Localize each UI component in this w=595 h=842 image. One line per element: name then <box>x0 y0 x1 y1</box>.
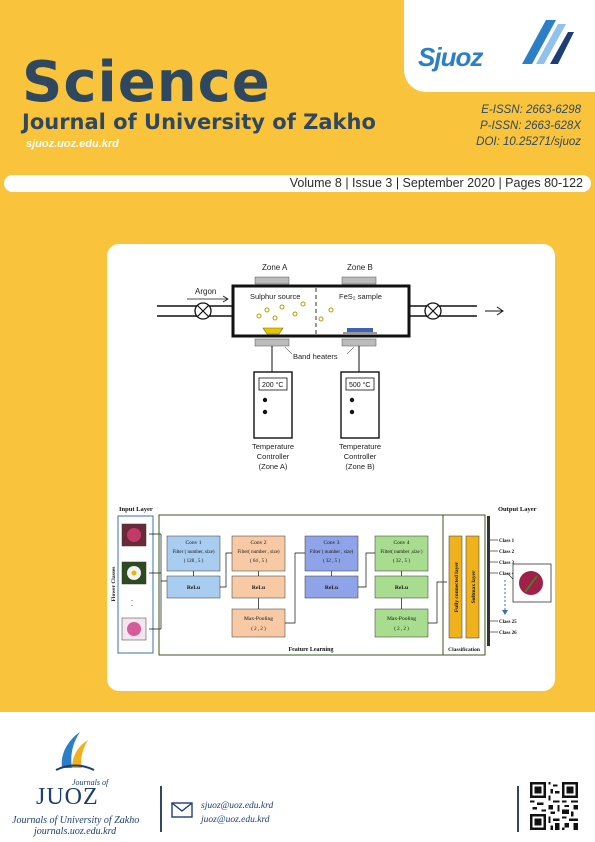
conv3-label: Conv 3 <box>323 540 339 546</box>
conv3-filter: Filter ( number , size) <box>310 550 354 555</box>
conv2-relu: ReLu <box>252 585 265 591</box>
chevron-logo-icon <box>522 20 574 64</box>
class-3: Class 3 <box>499 561 515 566</box>
juoz-journals-small: Journals of <box>72 778 109 787</box>
juoz-wordmark: JUOZ <box>36 784 99 810</box>
qr-code-icon[interactable] <box>530 782 578 830</box>
conv2-maxpool-values: ( 2 , 2 ) <box>251 627 266 632</box>
email-sjuoz[interactable]: sjuoz@uoz.edu.krd <box>201 801 274 811</box>
conv3-relu: ReLu <box>325 585 338 591</box>
softmax-label: Softmax layer <box>471 570 477 603</box>
conv4-relu: ReLu <box>395 585 408 591</box>
journal-website-link[interactable]: sjuoz.uoz.edu.krd <box>26 138 119 150</box>
journal-identifiers: E-ISSN: 2663-6298 P-ISSN: 2663-628X DOI:… <box>476 102 581 150</box>
band-heaters-label: Band heaters <box>293 352 338 361</box>
output-layer-label: Output Layer <box>498 506 537 513</box>
conv1-label: Conv 1 <box>185 540 201 546</box>
cover-figure-card: Zone A Zone B Argon Sulphur <box>107 244 555 691</box>
mail-icon <box>171 802 193 818</box>
conv4-label: Conv 4 <box>393 540 409 546</box>
doi: DOI: 10.25271/sjuoz <box>476 136 581 148</box>
juoz-journals-line: Journals of University of Zakho <box>12 815 140 826</box>
svg-text:.: . <box>131 594 133 603</box>
p-issn: P-ISSN: 2663-628X <box>479 120 581 132</box>
volume-bar: Volume 8 | Issue 3 | September 2020 | Pa… <box>4 175 591 192</box>
class-1: Class 1 <box>499 539 515 544</box>
flower-classes-label: Flower Classes <box>111 567 117 602</box>
email-juoz[interactable]: juoz@uoz.edu.krd <box>201 815 270 825</box>
journal-title-main: Science <box>22 50 271 115</box>
volume-issue-text: Volume 8 | Issue 3 | September 2020 | Pa… <box>289 176 583 190</box>
juoz-journals-url[interactable]: journals.uoz.edu.krd <box>34 826 117 837</box>
conv4-filter: Filter( number ,size ) <box>380 550 423 555</box>
argon-label: Argon <box>195 287 216 296</box>
conv1-relu: ReLu <box>187 585 200 591</box>
sulphur-source-label: Sulphur source <box>250 292 300 301</box>
conv2-filter: Filter( number , size) <box>237 550 280 555</box>
controller-a-line2: Controller <box>257 452 290 461</box>
e-issn: E-ISSN: 2663-6298 <box>481 104 581 116</box>
conv2-label: Conv 2 <box>250 540 266 546</box>
svg-text:.: . <box>131 599 133 608</box>
conv4-values: ( 32 , 5 ) <box>393 559 410 564</box>
sjuoz-logo-card: Sjuoz <box>404 0 595 92</box>
conv2-values: ( 64 , 5 ) <box>250 559 267 564</box>
conv1-filter: Filter ( number, size) <box>172 550 214 555</box>
cnn-architecture-diagram: Input Layer Output Layer Flower Classes … <box>111 506 552 656</box>
conv4-maxpool: Max-Pooling <box>387 616 416 622</box>
footer-divider-right <box>517 786 519 832</box>
controller-a-line3: (Zone A) <box>259 462 288 471</box>
conv3-values: ( 32 , 5 ) <box>323 559 340 564</box>
input-layer-label: Input Layer <box>119 506 153 513</box>
controller-b-line3: (Zone B) <box>345 462 375 471</box>
juoz-logo-card <box>10 718 130 838</box>
temp-a-readout: 200 °C <box>262 381 283 389</box>
footer-divider-left <box>160 786 162 832</box>
controller-b-line2: Controller <box>344 452 377 461</box>
contact-emails: sjuoz@uoz.edu.krd juoz@uoz.edu.krd <box>201 799 273 827</box>
feature-learning-label: Feature Learning <box>288 647 333 653</box>
conv4-maxpool-values: ( 2 , 2 ) <box>394 627 409 632</box>
class-26: Class 26 <box>499 631 517 636</box>
zone-b-label: Zone B <box>347 263 373 272</box>
controller-a-line1: Temperature <box>252 442 294 451</box>
cover-figures: Zone A Zone B Argon Sulphur <box>111 263 552 656</box>
furnace-schematic: Zone A Zone B Argon Sulphur <box>157 263 504 471</box>
conv2-maxpool: Max-Pooling <box>244 616 273 622</box>
conv1-values: ( 128 , 5 ) <box>184 559 204 564</box>
class-4: Class 4 <box>499 572 515 577</box>
class-2: Class 2 <box>499 550 515 555</box>
temp-b-readout: 500 °C <box>349 381 370 389</box>
journal-title-sub: Journal of University of Zakho <box>22 110 376 134</box>
sjuoz-logo-text: Sjuoz <box>418 42 483 72</box>
controller-b-line1: Temperature <box>339 442 381 451</box>
class-25: Class 25 <box>499 620 517 625</box>
classification-label: Classification <box>448 647 480 653</box>
sample-label: FeS₂ sample <box>339 292 382 301</box>
zone-a-label: Zone A <box>262 263 288 272</box>
juoz-emblem-icon <box>55 732 95 771</box>
fully-connected-label: Fully connected layer <box>454 561 460 612</box>
